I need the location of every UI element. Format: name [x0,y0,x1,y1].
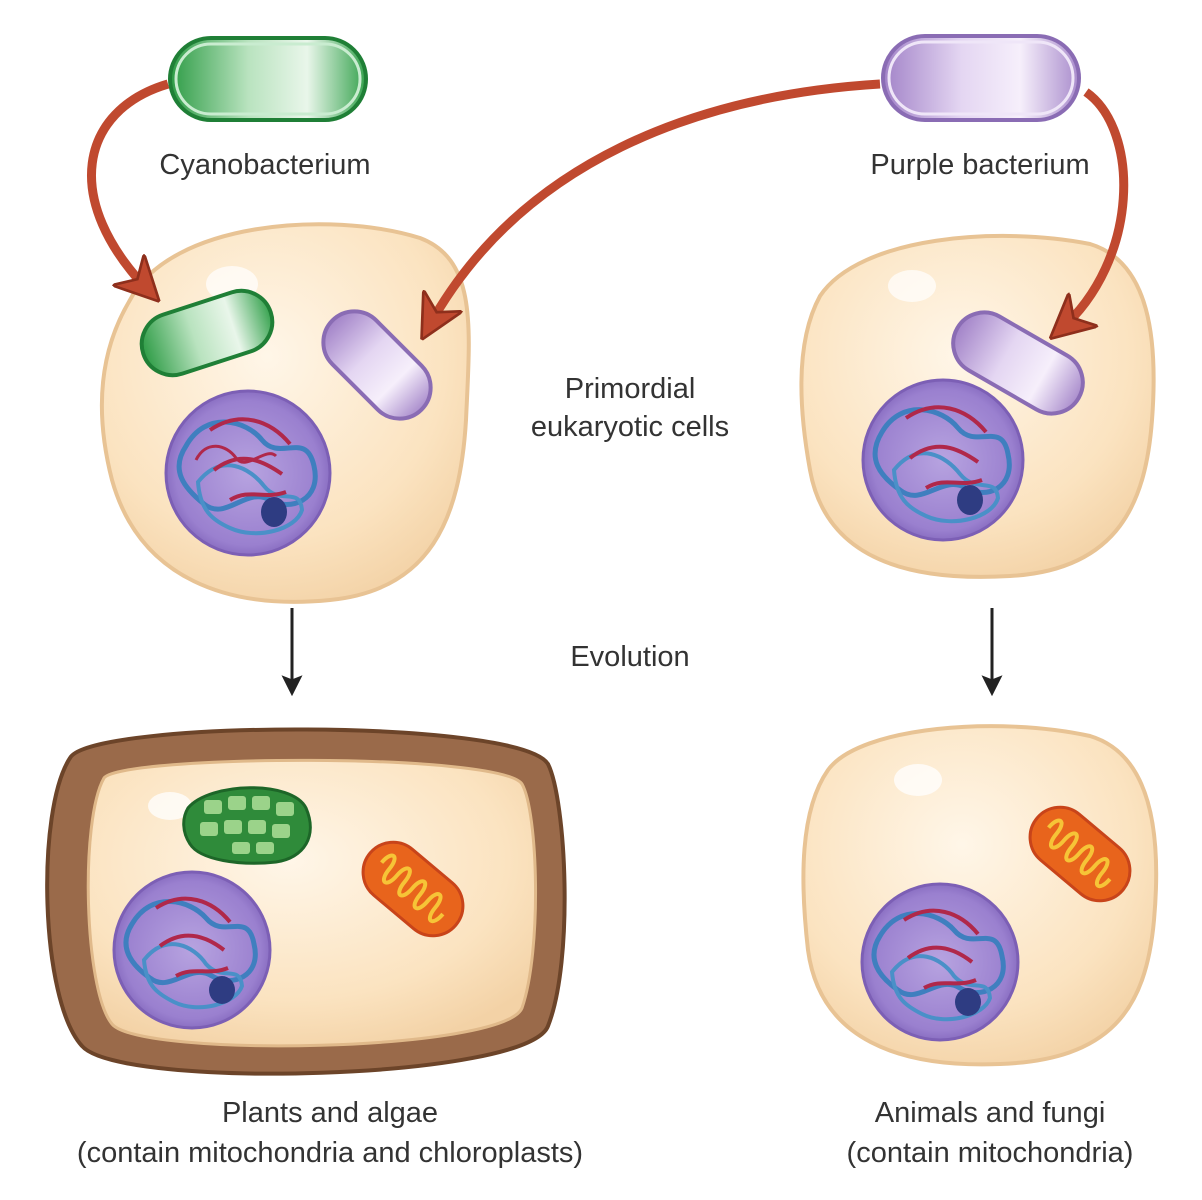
cyanobacterium-label: Cyanobacterium [159,149,371,181]
cyanobacterium-to-cell-arrow [87,79,170,292]
primordial-label-line1: Primordial [564,373,696,405]
purple-bacterium-label: Purple bacterium [870,149,1090,181]
plants-label-line2: (contain mitochondria and chloroplasts) [76,1137,584,1169]
engulfed-purple-bacterium-right [951,310,1085,416]
primordial-cell-left [99,222,471,604]
mitochondrion-plant [361,840,465,938]
purple-to-right-cell-arrow [1060,88,1129,330]
chloroplast [182,786,312,865]
animal-cell [801,724,1159,1067]
mitochondrion-animal [1028,805,1132,903]
animals-label-line1: Animals and fungi [874,1097,1106,1129]
plant-cell [45,727,567,1076]
nucleus-right [861,378,1025,542]
purple-to-left-cell-arrow [428,79,881,328]
nucleus-animal [860,882,1020,1042]
evolution-label: Evolution [570,641,690,673]
animals-label-line2: (contain mitochondria) [846,1137,1134,1169]
engulfed-cyanobacterium [139,288,275,378]
engulfed-purple-bacterium-left [321,309,433,421]
nucleus-left [164,389,332,557]
cyanobacterium-free [168,36,368,122]
purple-bacterium-free [881,34,1081,122]
plants-label-line1: Plants and algae [221,1097,439,1129]
primordial-label-line2: eukaryotic cells [530,411,730,443]
nucleus-plant [112,870,272,1030]
